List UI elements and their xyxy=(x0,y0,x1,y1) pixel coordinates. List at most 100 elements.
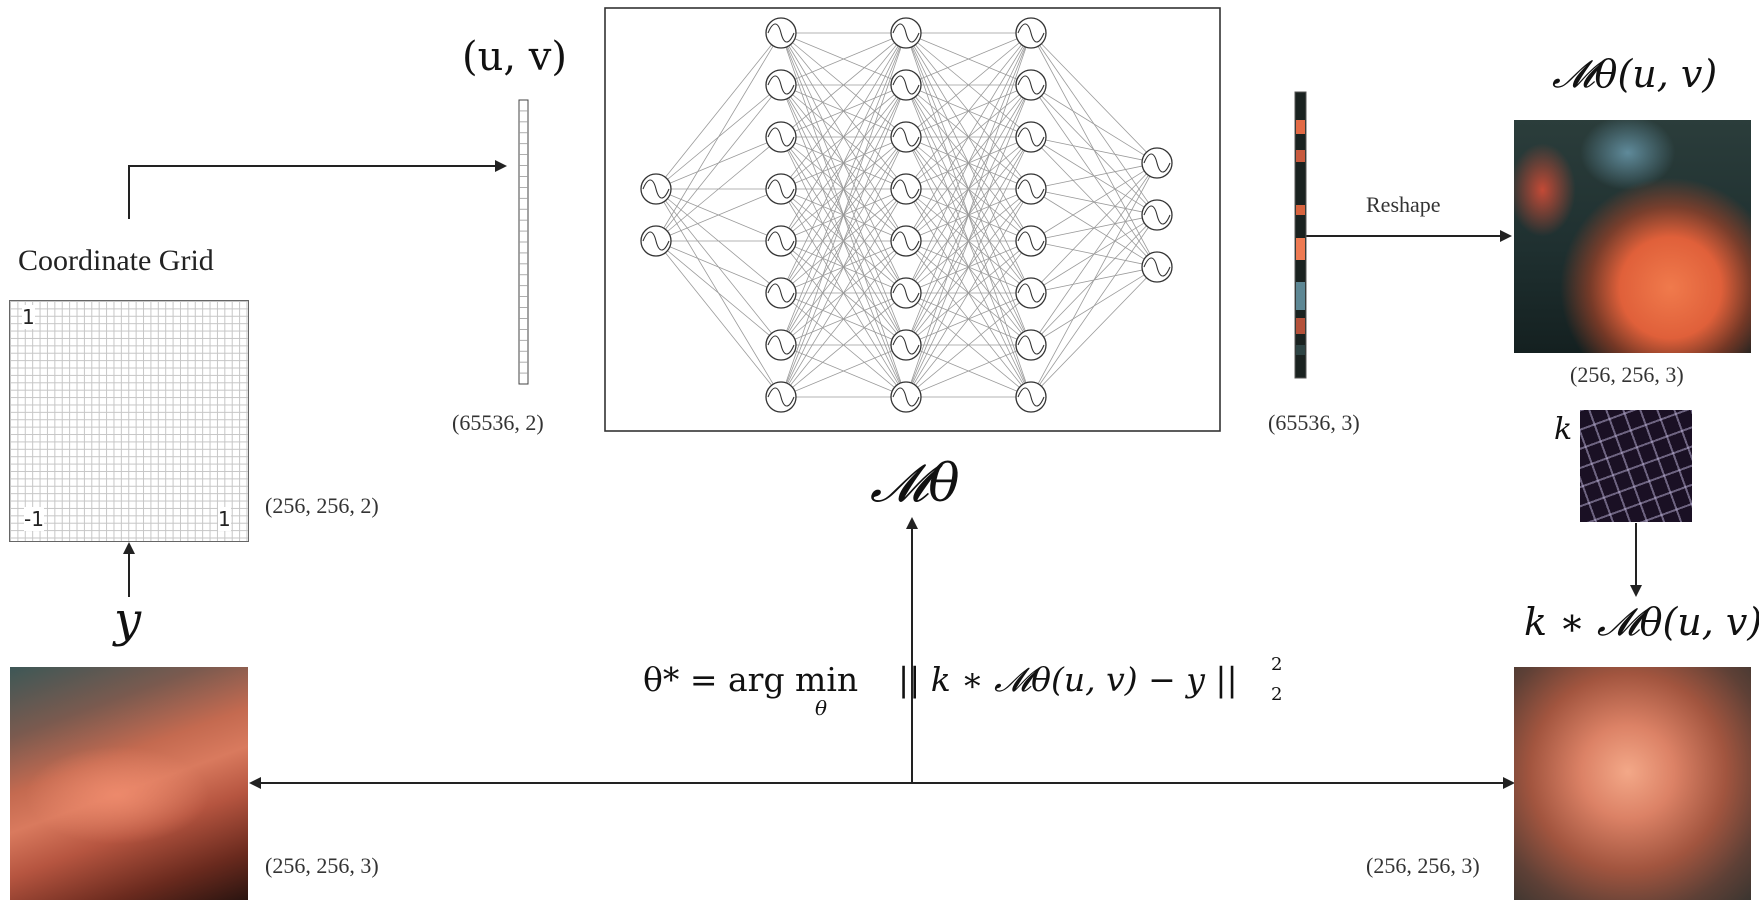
objective-formula: θ* = arg min θ || k ∗ 𝓜θ(u, v) − y || 2 … xyxy=(643,650,1282,720)
nn-edge xyxy=(655,32,782,190)
grid-corner-top-left: 1 xyxy=(22,305,35,329)
nn-edge xyxy=(655,84,782,242)
nn-edge xyxy=(780,292,907,398)
nn-edge xyxy=(1030,162,1158,242)
input-vector-shape: (65536, 2) xyxy=(452,410,544,435)
nn-edge xyxy=(1030,84,1158,164)
observation-image xyxy=(10,667,248,900)
output-vector-shape: (65536, 3) xyxy=(1268,410,1360,435)
nn-edge xyxy=(780,344,907,398)
nn-edge xyxy=(780,84,907,398)
coordinate-grid: 1 -1 1 xyxy=(9,300,249,542)
nn-edge xyxy=(905,292,1032,398)
sine-activation-icon xyxy=(1017,75,1045,95)
output-image-shape: (256, 256, 3) xyxy=(1570,362,1684,387)
nn-edge xyxy=(905,344,1032,398)
nn-edge xyxy=(780,32,907,190)
sine-activation-icon xyxy=(767,387,795,407)
nn-edge xyxy=(905,84,1032,398)
sine-activation-icon xyxy=(767,75,795,95)
blurred-output-label: k ∗ 𝓜θ(u, v) xyxy=(1524,600,1759,644)
nn-edge xyxy=(780,32,907,294)
nn-edge xyxy=(1030,136,1158,164)
grid-to-vector-arrow xyxy=(128,160,507,219)
input-vector-label: (u, v) xyxy=(462,34,567,80)
grid-corner-bottom-left: -1 xyxy=(24,507,44,531)
objective-rhs: || k ∗ 𝓜θ(u, v) − y || xyxy=(898,660,1238,699)
objective-lhs: θ* = arg min xyxy=(643,660,859,699)
nn-edge xyxy=(905,32,1032,242)
network-label: 𝓜θ xyxy=(870,454,960,514)
nn-edge xyxy=(655,240,782,346)
nn-edge xyxy=(655,136,782,242)
sine-activation-icon xyxy=(892,75,920,95)
output-image-label: 𝓜θ(u, v) xyxy=(1552,52,1718,96)
sine-activation-icon xyxy=(892,179,920,199)
kernel-label: k xyxy=(1554,412,1573,447)
kernel-image xyxy=(1580,410,1692,522)
sine-activation-icon xyxy=(767,127,795,147)
sine-activation-icon xyxy=(1143,205,1171,225)
nn-edge xyxy=(655,188,782,242)
sine-activation-icon xyxy=(1017,231,1045,251)
nn-edge xyxy=(905,32,1032,86)
sine-activation-icon xyxy=(1017,23,1045,43)
sine-activation-icon xyxy=(767,179,795,199)
observation-shape: (256, 256, 3) xyxy=(265,853,379,878)
nn-edge xyxy=(1030,32,1158,164)
nn-edge xyxy=(1030,162,1158,346)
neural-network xyxy=(640,17,1173,413)
nn-edge xyxy=(905,32,1032,138)
nn-edge xyxy=(780,188,907,398)
nn-edge xyxy=(905,32,1032,398)
objective-exponent: 2 xyxy=(1271,654,1283,675)
input-vector-bar xyxy=(518,99,529,385)
blurred-output-image xyxy=(1514,667,1751,900)
nn-edge xyxy=(905,32,1032,346)
sine-activation-icon xyxy=(892,283,920,303)
nn-edge xyxy=(1030,266,1158,398)
sine-activation-icon xyxy=(1143,153,1171,173)
sine-activation-icon xyxy=(1143,257,1171,277)
sine-activation-icon xyxy=(1017,179,1045,199)
network-frame xyxy=(604,7,1221,432)
sine-activation-icon xyxy=(1017,335,1045,355)
nn-edge xyxy=(780,32,907,398)
nn-edge xyxy=(905,32,1032,294)
output-image xyxy=(1514,120,1751,353)
nn-edge xyxy=(1030,162,1158,398)
nn-edge xyxy=(780,240,907,398)
grid-corner-bottom-right: 1 xyxy=(218,507,231,531)
sine-activation-icon xyxy=(642,231,670,251)
nn-edge xyxy=(655,240,782,294)
sine-activation-icon xyxy=(767,231,795,251)
nn-edge xyxy=(1030,214,1158,398)
blurred-output-shape: (256, 256, 3) xyxy=(1366,853,1480,878)
sine-activation-icon xyxy=(892,387,920,407)
coordinate-grid-title: Coordinate Grid xyxy=(18,244,214,277)
nn-edge xyxy=(905,32,1032,190)
nn-edge xyxy=(780,32,907,138)
objective-argmin-sub: θ xyxy=(815,696,828,720)
objective-norm-subscript: 2 xyxy=(1271,684,1283,705)
output-vector-bar xyxy=(1294,91,1307,379)
nn-edge xyxy=(780,32,907,86)
nn-edge xyxy=(1030,162,1158,294)
nn-edge xyxy=(780,136,907,398)
sine-activation-icon xyxy=(1017,387,1045,407)
nn-edge xyxy=(905,136,1032,398)
reshape-label: Reshape xyxy=(1366,192,1441,217)
coordinate-grid-shape: (256, 256, 2) xyxy=(265,493,379,518)
sine-activation-icon xyxy=(642,179,670,199)
sine-activation-icon xyxy=(1017,127,1045,147)
nn-edge xyxy=(1030,162,1158,190)
nn-edge xyxy=(905,188,1032,398)
sine-activation-icon xyxy=(1017,283,1045,303)
sine-activation-icon xyxy=(892,231,920,251)
observation-label: y xyxy=(114,592,142,648)
nn-edge xyxy=(655,240,782,398)
sine-activation-icon xyxy=(767,23,795,43)
sine-activation-icon xyxy=(767,283,795,303)
sine-activation-icon xyxy=(892,127,920,147)
